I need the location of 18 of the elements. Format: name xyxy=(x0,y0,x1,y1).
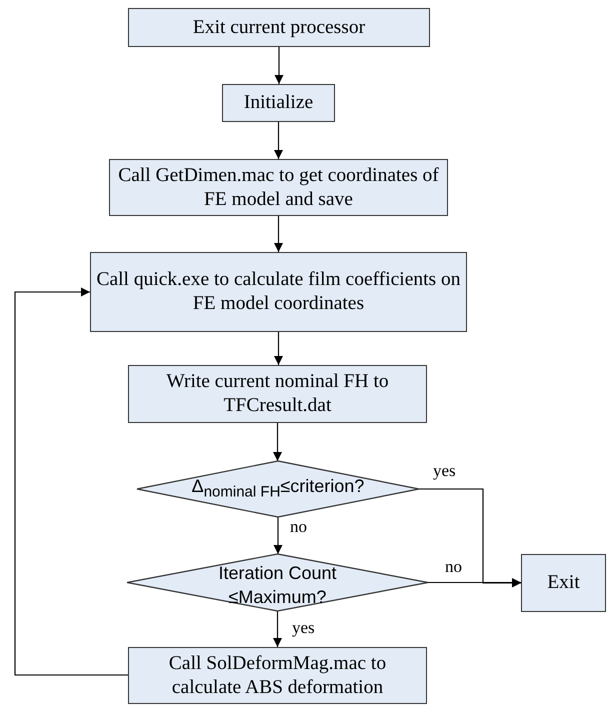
decision-text: Δ$_{nominal FH}$≤criterion? xyxy=(192,474,364,502)
decision-text: Iteration Count ≤Maximum? xyxy=(217,562,338,608)
process-box: Call SolDeformMag.mac to calculate ABS deformation xyxy=(128,647,427,704)
arrow xyxy=(274,332,283,365)
arrow xyxy=(419,488,521,588)
arrow xyxy=(273,611,282,647)
process-box: Call GetDimen.mac to get coordinates of FE model and save xyxy=(109,159,448,216)
arrow xyxy=(274,122,283,159)
arrow xyxy=(14,288,128,676)
process-box: Exit xyxy=(521,554,606,612)
arrow xyxy=(274,517,282,554)
process-box: Initialize xyxy=(222,84,335,122)
arrow xyxy=(273,423,282,461)
process-box: Exit current processor xyxy=(128,8,430,47)
process-box: Call quick.exe to calculate film coefficients on FE model coordinates xyxy=(90,252,467,332)
arrow xyxy=(274,216,283,252)
arrow xyxy=(274,47,284,84)
process-box: Write current nominal FH to TFCresult.dat xyxy=(128,365,427,423)
